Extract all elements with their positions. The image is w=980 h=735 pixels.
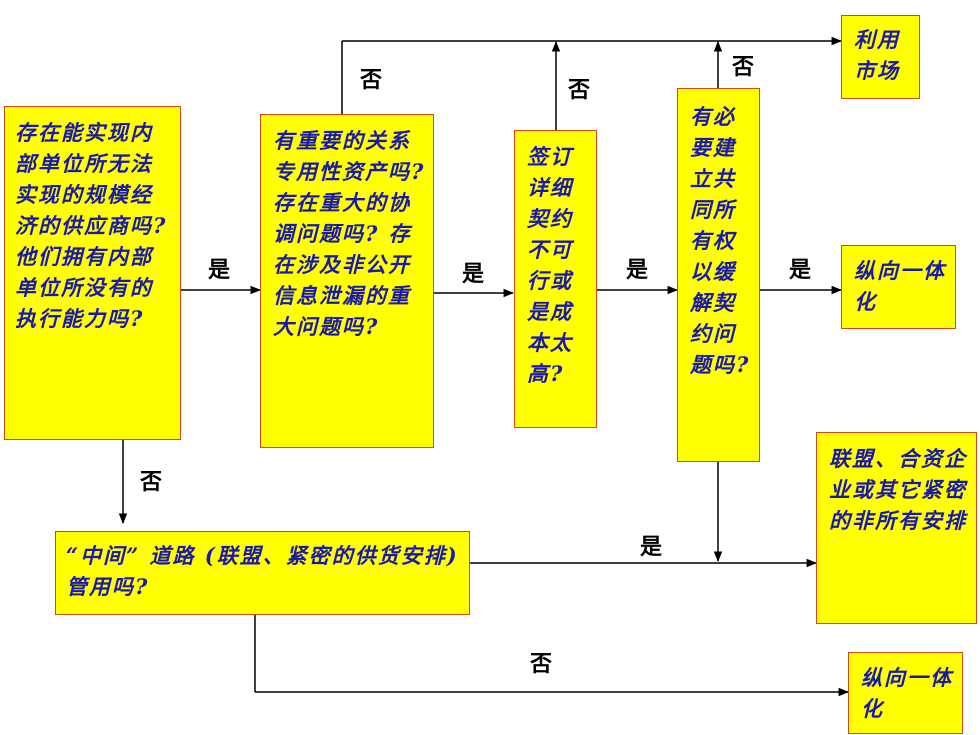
question-text-joint-ownership: 有必要建立共同所有权以缓解契约问题吗? <box>690 104 751 377</box>
label-yes-q3: 是 <box>626 257 649 283</box>
outcome-text-market: 利用市场 <box>854 27 900 83</box>
label-yes-q1: 是 <box>208 257 231 283</box>
label-no-q2: 否 <box>360 67 383 93</box>
question-text-contract: 签订详细契约不可行或是成本太高? <box>527 144 573 386</box>
label-yes-q2: 是 <box>462 261 485 287</box>
outcome-text-alliance: 联盟、合资企业或其它紧密的非所有安排 <box>829 446 967 533</box>
question-box-supplier-scale: 存在能实现内部单位所无法实现的规模经济的供应商吗?他们拥有内部单位所没有的执行能… <box>4 106 181 440</box>
outcome-box-market: 利用市场 <box>841 15 920 99</box>
outcome-box-vertical-integration-2: 纵向一体化 <box>848 652 963 734</box>
label-yes-q5: 是 <box>640 534 663 560</box>
outcome-text-vertical-integration-2: 纵向一体化 <box>861 665 953 721</box>
label-yes-q4: 是 <box>789 257 812 283</box>
question-box-middle-road: “中间” 道路 (联盟、紧密的供货安排) 管用吗? <box>55 531 470 615</box>
question-box-specific-assets: 有重要的关系专用性资产吗? 存在重大的协调问题吗? 存在涉及非公开信息泄漏的重大… <box>260 114 434 448</box>
question-text-middle-road: “中间” 道路 (联盟、紧密的供货安排) 管用吗? <box>66 543 459 599</box>
label-no-q4: 否 <box>732 54 755 80</box>
question-text-specific-assets: 有重要的关系专用性资产吗? 存在重大的协调问题吗? 存在涉及非公开信息泄漏的重大… <box>273 128 426 339</box>
label-no-q1: 否 <box>140 469 163 495</box>
label-no-q5: 否 <box>530 651 553 677</box>
outcome-box-alliance: 联盟、合资企业或其它紧密的非所有安排 <box>816 432 977 624</box>
question-text-supplier-scale: 存在能实现内部单位所无法实现的规模经济的供应商吗?他们拥有内部单位所没有的执行能… <box>15 120 168 331</box>
outcome-box-vertical-integration: 纵向一体化 <box>841 245 956 329</box>
outcome-text-vertical-integration: 纵向一体化 <box>854 258 946 314</box>
question-box-joint-ownership: 有必要建立共同所有权以缓解契约问题吗? <box>677 88 760 462</box>
label-no-q3: 否 <box>568 77 591 103</box>
question-box-contract: 签订详细契约不可行或是成本太高? <box>514 130 597 428</box>
